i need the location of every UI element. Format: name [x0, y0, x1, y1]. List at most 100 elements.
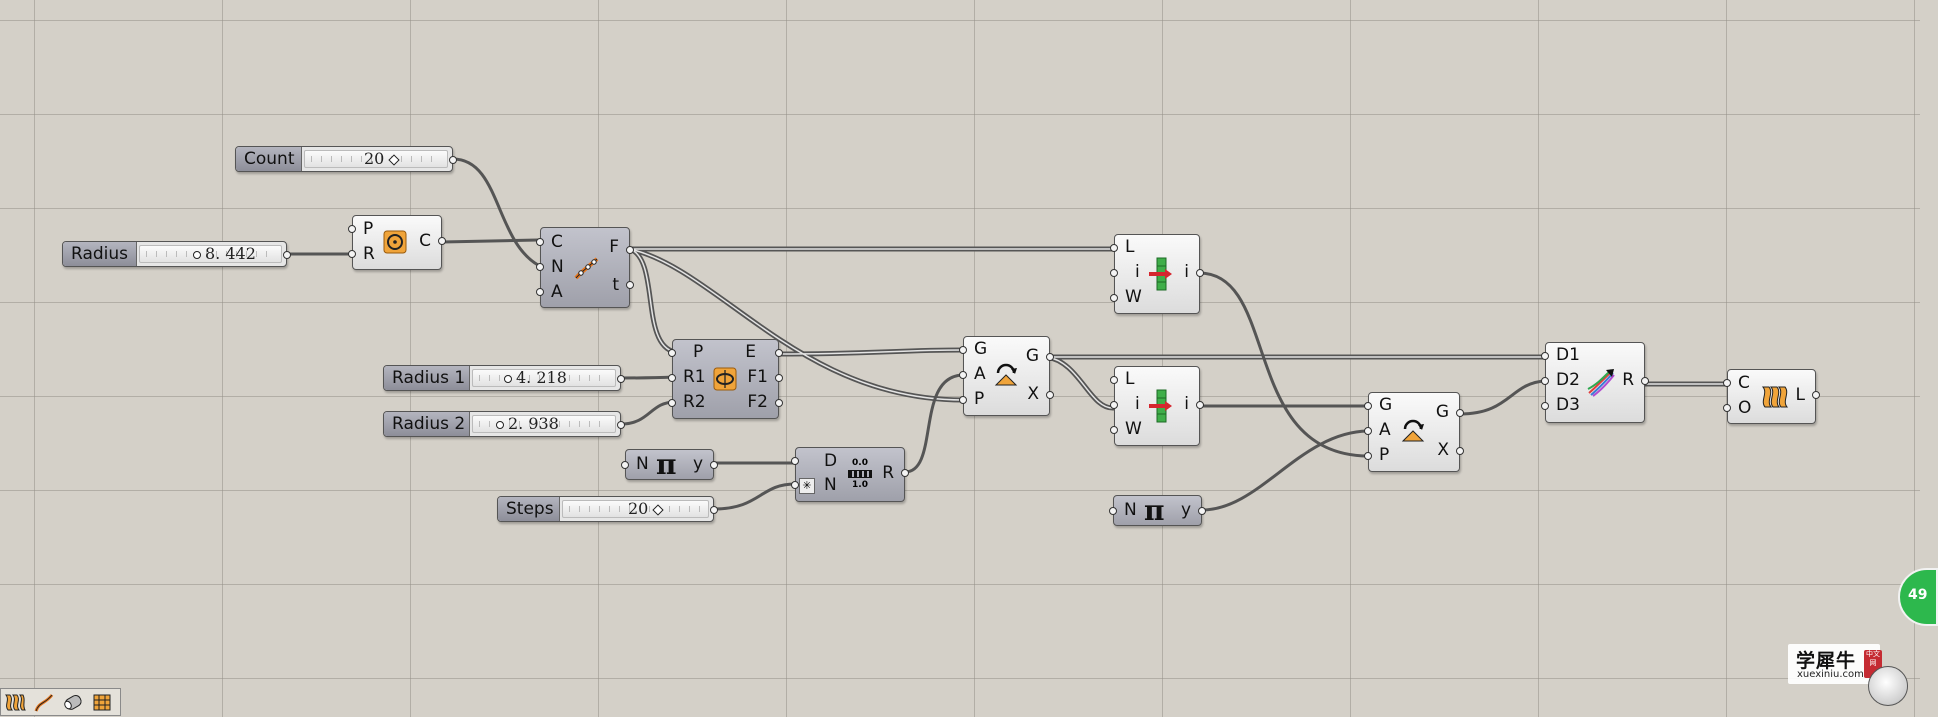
output-grip[interactable]: [1812, 391, 1820, 399]
slider-knob-icon[interactable]: [496, 420, 504, 429]
pipe-icon[interactable]: [62, 692, 84, 713]
input-param: D1: [1556, 345, 1580, 365]
input-grip[interactable]: [1364, 452, 1372, 460]
slider-grip-icon[interactable]: [388, 153, 401, 166]
input-grip[interactable]: [1109, 507, 1117, 515]
input-param: L: [1125, 369, 1135, 389]
output-param: L: [1795, 385, 1805, 405]
input-grip[interactable]: [1364, 402, 1372, 410]
input-grip[interactable]: [1110, 244, 1118, 252]
slider-track[interactable]: [472, 415, 616, 433]
input-grip[interactable]: [668, 374, 676, 382]
input-param: N: [551, 257, 564, 277]
input-grip[interactable]: [959, 371, 967, 379]
output-grip[interactable]: [1196, 401, 1204, 409]
input-param: i: [1135, 262, 1140, 282]
input-grip[interactable]: [1364, 427, 1372, 435]
input-grip[interactable]: [1723, 379, 1731, 387]
output-grip[interactable]: [438, 237, 446, 245]
input-grip[interactable]: [621, 461, 629, 469]
divide-curve-component[interactable]: C N A F t: [536, 227, 634, 308]
loft-component[interactable]: C O L: [1723, 369, 1820, 424]
input-param: P: [1379, 445, 1390, 465]
input-grip[interactable]: [1723, 404, 1731, 412]
rotate-component[interactable]: G A P G X: [959, 336, 1054, 416]
output-grip[interactable]: [1456, 447, 1464, 455]
output-grip[interactable]: [901, 469, 909, 477]
input-grip[interactable]: [668, 399, 676, 407]
output-grip[interactable]: [710, 506, 718, 514]
ellipse-component[interactable]: P R1 R2 E F1 F2: [668, 339, 783, 419]
curve-icon[interactable]: [33, 692, 55, 713]
slider-track[interactable]: [304, 150, 448, 168]
input-grip[interactable]: [1110, 426, 1118, 434]
input-grip[interactable]: [668, 349, 676, 357]
input-grip[interactable]: [536, 288, 544, 296]
output-grip[interactable]: [710, 461, 718, 469]
radius1-slider[interactable]: Radius 1 4. 218: [383, 365, 625, 391]
input-param: P: [974, 389, 985, 409]
range-top-label: 0.0: [852, 458, 868, 468]
output-grip[interactable]: [1196, 269, 1204, 277]
radius-slider[interactable]: Radius 8. 442: [62, 241, 291, 267]
slider-track[interactable]: [139, 245, 282, 263]
slider-grip-icon[interactable]: [652, 503, 665, 516]
input-grip[interactable]: [1110, 376, 1118, 384]
radius2-slider[interactable]: Radius 2 2. 938: [383, 411, 625, 437]
list-item-component[interactable]: L i W i: [1110, 366, 1204, 446]
input-grip[interactable]: [536, 238, 544, 246]
output-grip[interactable]: [1046, 353, 1054, 361]
input-grip[interactable]: [791, 481, 799, 489]
slider-knob-icon[interactable]: [193, 250, 201, 259]
slider-track[interactable]: [562, 500, 709, 518]
output-grip[interactable]: [1046, 391, 1054, 399]
pi-component[interactable]: N π y: [1109, 494, 1206, 527]
output-grip[interactable]: [775, 399, 783, 407]
input-grip[interactable]: [1541, 377, 1549, 385]
slider-track[interactable]: [472, 369, 616, 387]
input-grip[interactable]: [791, 457, 799, 465]
navigation-dial[interactable]: [1868, 666, 1908, 706]
output-grip[interactable]: [775, 374, 783, 382]
output-grip[interactable]: [1198, 507, 1206, 515]
pi-component[interactable]: N π y: [621, 448, 718, 481]
output-grip[interactable]: [617, 421, 625, 429]
tween-component[interactable]: D1 D2 D3 R: [1541, 342, 1649, 423]
range-component[interactable]: D N R ✳ 0.0 1.0: [791, 447, 909, 502]
input-grip[interactable]: [1110, 294, 1118, 302]
slider-knob-icon[interactable]: [504, 374, 512, 383]
input-grip[interactable]: [1110, 269, 1118, 277]
output-grip[interactable]: [626, 281, 634, 289]
circle-component[interactable]: P R C: [348, 215, 446, 270]
output-grip[interactable]: [1456, 409, 1464, 417]
surface-icon[interactable]: [91, 692, 113, 713]
input-param: P: [363, 219, 374, 239]
output-grip[interactable]: [449, 156, 457, 164]
input-grip[interactable]: [348, 225, 356, 233]
input-grip[interactable]: [959, 396, 967, 404]
list-item-icon: [1149, 257, 1172, 291]
input-param: A: [1379, 420, 1391, 440]
input-grip[interactable]: [1541, 352, 1549, 360]
input-grip[interactable]: [1541, 402, 1549, 410]
input-grip[interactable]: [348, 250, 356, 258]
param-modifier-icon: ✳: [799, 478, 815, 494]
zoom-indicator-button[interactable]: 49: [1898, 568, 1938, 626]
output-grip[interactable]: [1641, 377, 1649, 385]
loft-icon[interactable]: [4, 692, 26, 713]
steps-slider[interactable]: Steps 20: [497, 496, 718, 522]
list-item-component[interactable]: L i W i: [1110, 234, 1204, 314]
count-slider[interactable]: Count 20: [235, 146, 457, 172]
input-param: D: [824, 451, 838, 471]
output-grip[interactable]: [617, 375, 625, 383]
input-grip[interactable]: [536, 263, 544, 271]
watermark-logo-text: 学犀牛: [1796, 650, 1857, 672]
output-grip[interactable]: [283, 251, 291, 259]
input-grip[interactable]: [959, 346, 967, 354]
output-grip[interactable]: [775, 349, 783, 357]
slider-value-wrap: 20: [628, 497, 665, 521]
loft-icon: [1761, 386, 1789, 408]
input-grip[interactable]: [1110, 401, 1118, 409]
output-grip[interactable]: [626, 246, 634, 254]
rotate-component[interactable]: G A P G X: [1364, 392, 1464, 472]
